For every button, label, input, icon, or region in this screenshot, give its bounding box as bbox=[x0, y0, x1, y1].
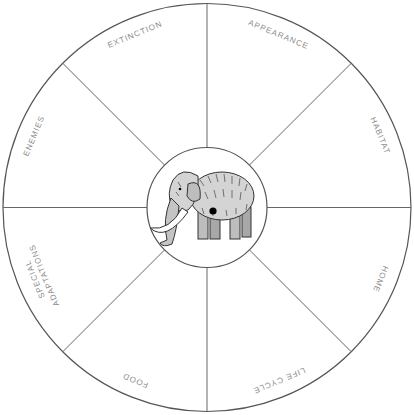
outer-circle bbox=[3, 4, 411, 412]
inner-circle bbox=[147, 148, 267, 268]
sector-dividers bbox=[3, 4, 411, 412]
mammoth-illustration bbox=[150, 172, 254, 246]
center-pin bbox=[209, 207, 216, 214]
